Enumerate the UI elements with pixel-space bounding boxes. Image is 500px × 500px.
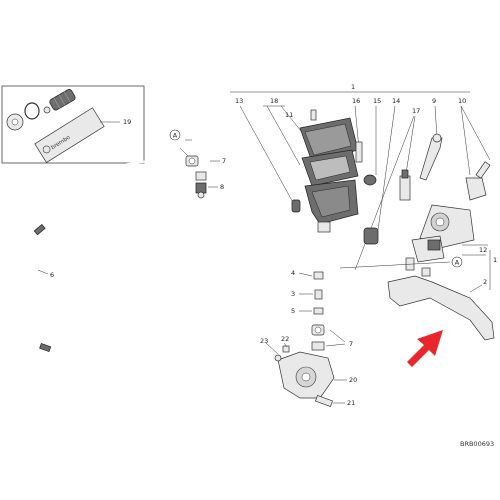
reservoir-assembly <box>291 109 379 245</box>
callout-16: 16 <box>352 97 360 105</box>
callout-10: 10 <box>458 97 466 105</box>
reference-a-upper: A <box>173 132 178 140</box>
slave-cylinder-group: 4 3 5 7 23 22 20 21 <box>260 269 357 408</box>
callout-22: 22 <box>281 335 289 343</box>
callout-3: 3 <box>291 290 295 298</box>
reference-a-lower: A <box>455 259 460 267</box>
callout-2: 2 <box>483 278 487 286</box>
highlight-arrow <box>407 330 443 367</box>
drawing-code: BRB00693 <box>460 440 494 448</box>
upper-banjo-fittings: 7 8 A <box>169 129 226 199</box>
callout-18: 18 <box>270 97 278 105</box>
repair-kit-inset: brembo 19 <box>1 85 145 164</box>
callout-14: 14 <box>392 97 400 105</box>
callout-15: 15 <box>373 97 381 105</box>
master-cylinder-and-lever: 12 2 A <box>339 133 495 341</box>
callout-11: 11 <box>285 111 293 119</box>
callout-8: 8 <box>220 183 224 191</box>
callout-12: 12 <box>479 246 487 254</box>
hose-6: 6 <box>11 159 306 378</box>
callout-7-upper: 7 <box>222 157 226 165</box>
callout-1-side: 1 <box>493 256 497 264</box>
callout-21: 21 <box>347 399 355 407</box>
callout-5: 5 <box>291 307 295 315</box>
callout-1-top: 1 <box>351 83 355 91</box>
master-cylinder-header: 1 1 13 18 11 16 15 14 17 9 10 <box>230 83 497 290</box>
callout-13: 13 <box>235 97 243 105</box>
callout-6: 6 <box>50 271 54 279</box>
callout-7-lower: 7 <box>349 340 353 348</box>
callout-19: 19 <box>123 118 131 126</box>
callout-23: 23 <box>260 337 268 345</box>
callout-4: 4 <box>291 269 295 277</box>
reference-a-circle-upper <box>169 129 181 141</box>
reference-a-circle-lower <box>451 256 463 268</box>
callout-20: 20 <box>349 376 357 384</box>
callout-9: 9 <box>432 97 436 105</box>
callout-17: 17 <box>412 107 420 115</box>
